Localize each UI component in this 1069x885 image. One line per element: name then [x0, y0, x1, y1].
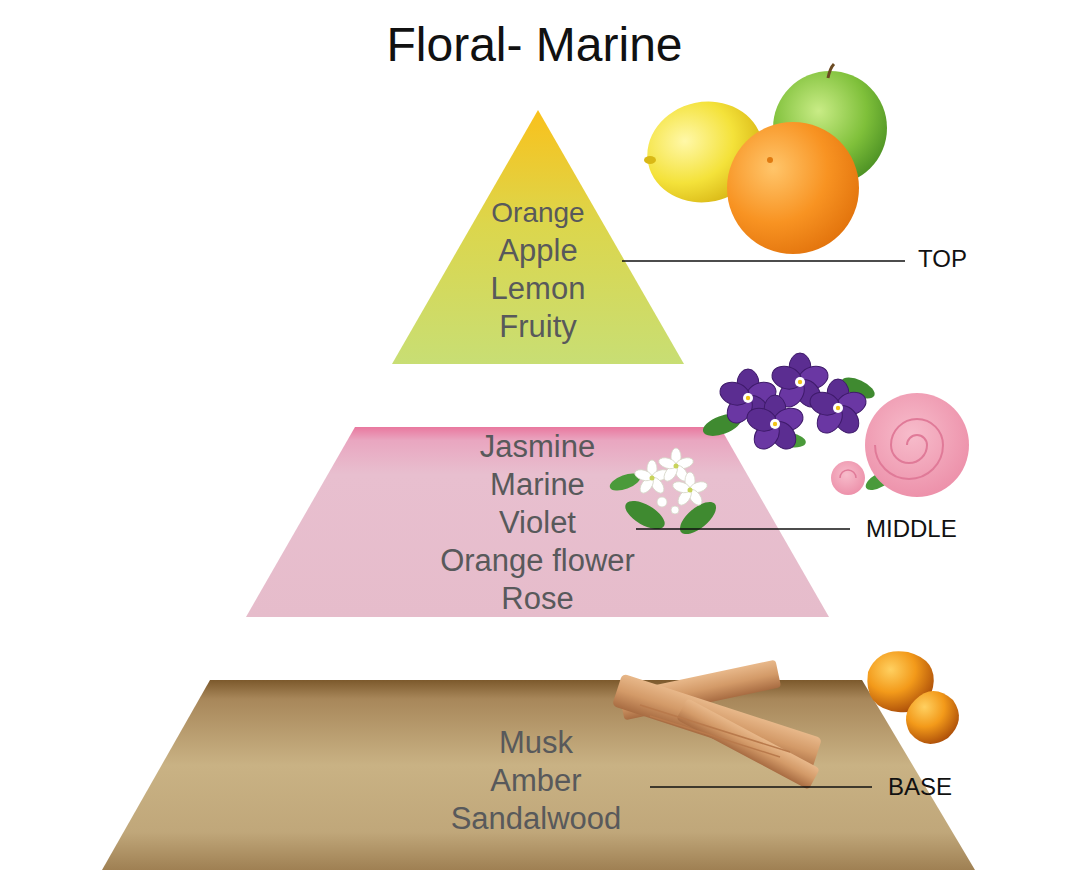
layer-label: BASE [888, 773, 952, 801]
leader-line [636, 528, 850, 530]
note-text: Lemon [491, 270, 586, 308]
diagram-title: Floral- Marine [0, 15, 1069, 75]
note-text: Musk [499, 724, 573, 762]
note-band: OrangeAppleLemonFruity [392, 110, 684, 364]
text-column: MuskAmberSandalwood [100, 724, 973, 838]
note-text: Jasmine [480, 428, 595, 466]
text-column: OrangeAppleLemonFruity [392, 194, 684, 346]
label-holder: MIDDLE [866, 515, 957, 543]
note-text: Orange flower [440, 542, 635, 580]
title-holder: Floral- Marine [0, 15, 1069, 75]
note-text: Marine [490, 466, 585, 504]
layer-label: MIDDLE [866, 515, 957, 543]
label-holder: BASE [888, 773, 952, 801]
text-column: JasmineMarineVioletOrange flowerRose [246, 428, 829, 618]
note-text: Sandalwood [451, 800, 622, 838]
note-text: Apple [498, 232, 577, 270]
note-text: Violet [499, 504, 576, 542]
note-band: MuskAmberSandalwood [102, 680, 975, 870]
note-text: Rose [501, 580, 573, 618]
leader-line [622, 260, 905, 262]
note-band: JasmineMarineVioletOrange flowerRose [246, 427, 829, 617]
rose-illustration [831, 393, 969, 497]
note-text: Orange [491, 194, 584, 232]
note-text: Fruity [499, 308, 577, 346]
note-text: Amber [490, 762, 581, 800]
fruit-illustration [638, 64, 887, 254]
layer-label: TOP [918, 245, 967, 273]
label-holder: TOP [918, 245, 967, 273]
violet-illustration [700, 353, 878, 454]
leader-line [650, 786, 872, 788]
